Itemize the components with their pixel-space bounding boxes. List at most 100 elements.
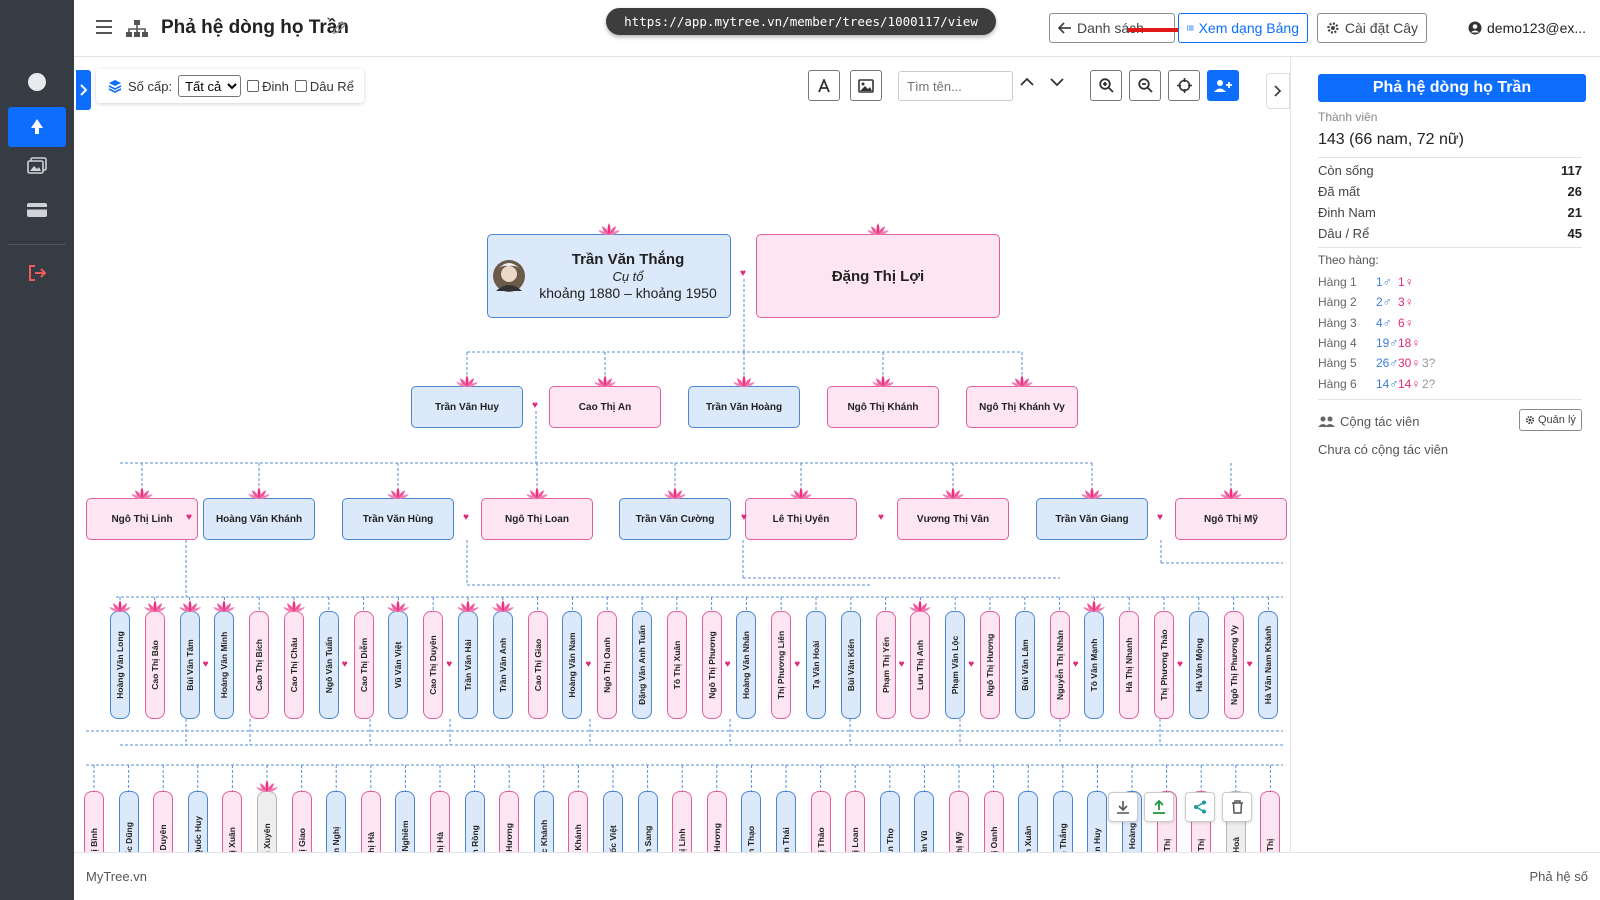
nav-logout[interactable] <box>8 253 66 293</box>
delete-button[interactable] <box>1222 792 1252 822</box>
pencil-icon[interactable] <box>332 21 346 35</box>
person-card[interactable]: Ngô Thị Mỹ <box>1175 498 1287 540</box>
person-card-vertical[interactable]: Thị Linh <box>672 791 693 852</box>
panel-collapse-button[interactable] <box>1266 73 1290 109</box>
zoom-out-button[interactable] <box>1129 70 1161 101</box>
person-card[interactable]: Trần Văn Huy <box>411 386 523 428</box>
upload-button[interactable] <box>1144 792 1174 822</box>
left-panel-toggle[interactable] <box>76 70 91 110</box>
person-card-vertical[interactable]: Cao Thị Duyên <box>423 611 444 719</box>
person-card-vertical[interactable]: Văn Nghị <box>326 791 347 852</box>
person-card[interactable]: Trần Văn Hùng <box>342 498 454 540</box>
person-card-vertical[interactable]: Lưu Thị Anh <box>910 611 931 719</box>
nav-gallery[interactable] <box>8 146 66 186</box>
person-card-vertical[interactable]: Thị Hà <box>360 791 381 852</box>
nav-billing[interactable] <box>8 190 66 230</box>
person-card-vertical[interactable]: Văn Xuyên <box>257 791 277 852</box>
person-card-vertical[interactable]: Văn Vũ <box>914 791 935 852</box>
dinh-checkbox[interactable]: Đinh <box>247 79 289 94</box>
person-card[interactable]: Ngô Thị Linh <box>86 498 198 540</box>
person-card-vertical[interactable]: Nguyễn Thị Nhàn <box>1049 611 1070 719</box>
font-size-button[interactable] <box>808 70 840 101</box>
person-card[interactable]: Trần Văn Hoàng <box>688 386 800 428</box>
level-select[interactable]: Tất cả <box>178 75 242 97</box>
person-card-vertical[interactable]: Ngô Thị Phương <box>701 611 722 719</box>
person-card-vertical[interactable]: Văn Rồng <box>464 791 485 852</box>
person-card-vertical[interactable]: Văn Quốc Huy <box>187 791 208 852</box>
hamburger-menu-icon[interactable] <box>96 20 112 34</box>
person-card-vertical[interactable]: Văn Thái <box>776 791 796 852</box>
person-card[interactable]: Hoàng Văn Khánh <box>203 498 315 540</box>
tree-canvas[interactable]: Trần Văn Thắng Cụ tổ khoảng 1880 – khoản… <box>74 57 1290 852</box>
person-card-vertical[interactable]: Phạm Thị Yến <box>875 611 896 719</box>
person-card-vertical[interactable]: Cao Thị Bích <box>249 611 270 719</box>
person-card-vertical[interactable]: Thị Duyên <box>153 791 174 852</box>
person-card[interactable]: Trần Văn Cường <box>619 498 731 540</box>
person-card-vertical[interactable]: Thị Bình <box>84 791 104 852</box>
person-card-vertical[interactable]: Bùi Văn Tâm <box>179 611 200 719</box>
person-card-vertical[interactable]: Thị Phương Thảo <box>1154 611 1174 719</box>
person-card[interactable]: Cao Thị An <box>549 386 661 428</box>
chevron-up-icon[interactable] <box>1020 77 1034 87</box>
person-card-vertical[interactable]: Quốc Việt <box>603 791 623 852</box>
person-card-vertical[interactable]: Thị Loan <box>845 791 866 852</box>
nav-tree[interactable] <box>8 107 66 147</box>
person-card-vertical[interactable]: Văn Xuân <box>1018 791 1039 852</box>
person-card-vertical[interactable]: Phạm Văn Lộc <box>945 611 966 719</box>
person-card-vertical[interactable]: Bùi Văn Lâm <box>1014 611 1035 719</box>
person-card-vertical[interactable]: Ngô Văn Tuấn <box>318 611 339 719</box>
person-card-vertical[interactable]: Hoàng Văn Nam <box>562 611 583 719</box>
person-card-vertical[interactable]: Quốc Khánh <box>533 791 554 852</box>
person-card-vertical[interactable]: Bùi Văn Kiên <box>840 611 861 719</box>
person-card[interactable]: Ngô Thị Khánh Vy <box>966 386 1078 428</box>
person-card-vertical[interactable]: Trần Văn Anh <box>492 611 513 719</box>
person-card-vertical[interactable]: Tạ Văn Hoài <box>806 611 826 719</box>
person-card-vertical[interactable]: Quốc Dũng <box>118 791 139 852</box>
person-card-vertical[interactable]: Thị Xuân <box>222 791 243 852</box>
person-card[interactable]: Ngô Thị Khánh <box>827 386 939 428</box>
export-image-button[interactable] <box>850 70 882 101</box>
download-button[interactable] <box>1108 792 1138 822</box>
person-card-vertical[interactable]: Vũ Văn Việt <box>388 611 409 719</box>
person-card-vertical[interactable]: Hoàng Văn Long <box>110 611 130 719</box>
person-card-vertical[interactable]: Văn Sang <box>637 791 658 852</box>
nav-avatar[interactable] <box>8 62 66 102</box>
person-card[interactable]: Trần Văn Giang <box>1036 498 1148 540</box>
person-card[interactable]: Lê Thị Uyên <box>745 498 857 540</box>
table-view-button[interactable]: Xem dạng Bảng <box>1178 13 1308 43</box>
person-card-vertical[interactable]: Thị Hương <box>706 791 727 852</box>
person-card-vertical[interactable]: Tô Thị Xuân <box>666 611 687 719</box>
person-card-vertical[interactable]: Cao Thị Châu <box>284 611 304 719</box>
person-card-vertical[interactable]: Ngô Thị Oanh <box>597 611 618 719</box>
dau-re-checkbox[interactable]: Dâu Rể <box>294 79 354 94</box>
person-card-vertical[interactable]: Văn Thọ <box>879 791 900 852</box>
person-card-vertical[interactable]: Ngô Thị Hương <box>980 611 1000 719</box>
person-card-vertical[interactable]: Ngô Thị Phương Vy <box>1223 611 1244 719</box>
person-card-vertical[interactable]: Thị Giao <box>291 791 312 852</box>
person-card-vertical[interactable]: Hà Văn Mộng <box>1188 611 1209 719</box>
root-wife-card[interactable]: Đặng Thị Lợi <box>756 234 1000 318</box>
person-card-vertical[interactable]: Cao Thị Bảo <box>144 611 165 719</box>
center-button[interactable] <box>1168 70 1200 101</box>
root-husband-card[interactable]: Trần Văn Thắng Cụ tổ khoảng 1880 – khoản… <box>487 234 731 318</box>
person-card-vertical[interactable]: Thị <box>1260 791 1281 852</box>
person-card-vertical[interactable]: Thị Khánh <box>568 791 589 852</box>
search-input[interactable] <box>898 71 1013 101</box>
person-card-vertical[interactable]: Văn Thạo <box>741 791 762 852</box>
person-card-vertical[interactable]: Hà Thị Nhanh <box>1119 611 1140 719</box>
zoom-in-button[interactable] <box>1090 70 1122 101</box>
person-card-vertical[interactable]: Văn Thắng <box>1052 791 1073 852</box>
person-card-vertical[interactable]: Thị Mỹ <box>949 791 969 852</box>
person-card-vertical[interactable]: Hoàng Văn Nhân <box>736 611 757 719</box>
manage-collab-button[interactable]: Quản lý <box>1519 409 1582 431</box>
person-card-vertical[interactable]: Văn Nghiêm <box>395 791 416 852</box>
person-card-vertical[interactable]: Cao Thị Diễm <box>353 611 374 719</box>
person-card-vertical[interactable]: Thị Thảo <box>810 791 831 852</box>
person-card-vertical[interactable]: Văn Huy <box>1087 791 1108 852</box>
person-card-vertical[interactable]: Thị Hà <box>430 791 450 852</box>
person-card-vertical[interactable]: Tô Văn Mạnh <box>1084 611 1105 719</box>
chevron-down-icon[interactable] <box>1050 77 1064 87</box>
person-card-vertical[interactable]: Hà Văn Nam Khánh <box>1258 611 1279 719</box>
tree-settings-button[interactable]: Cài đặt Cây <box>1317 13 1427 43</box>
person-card-vertical[interactable]: Hoàng Văn Minh <box>214 611 235 719</box>
